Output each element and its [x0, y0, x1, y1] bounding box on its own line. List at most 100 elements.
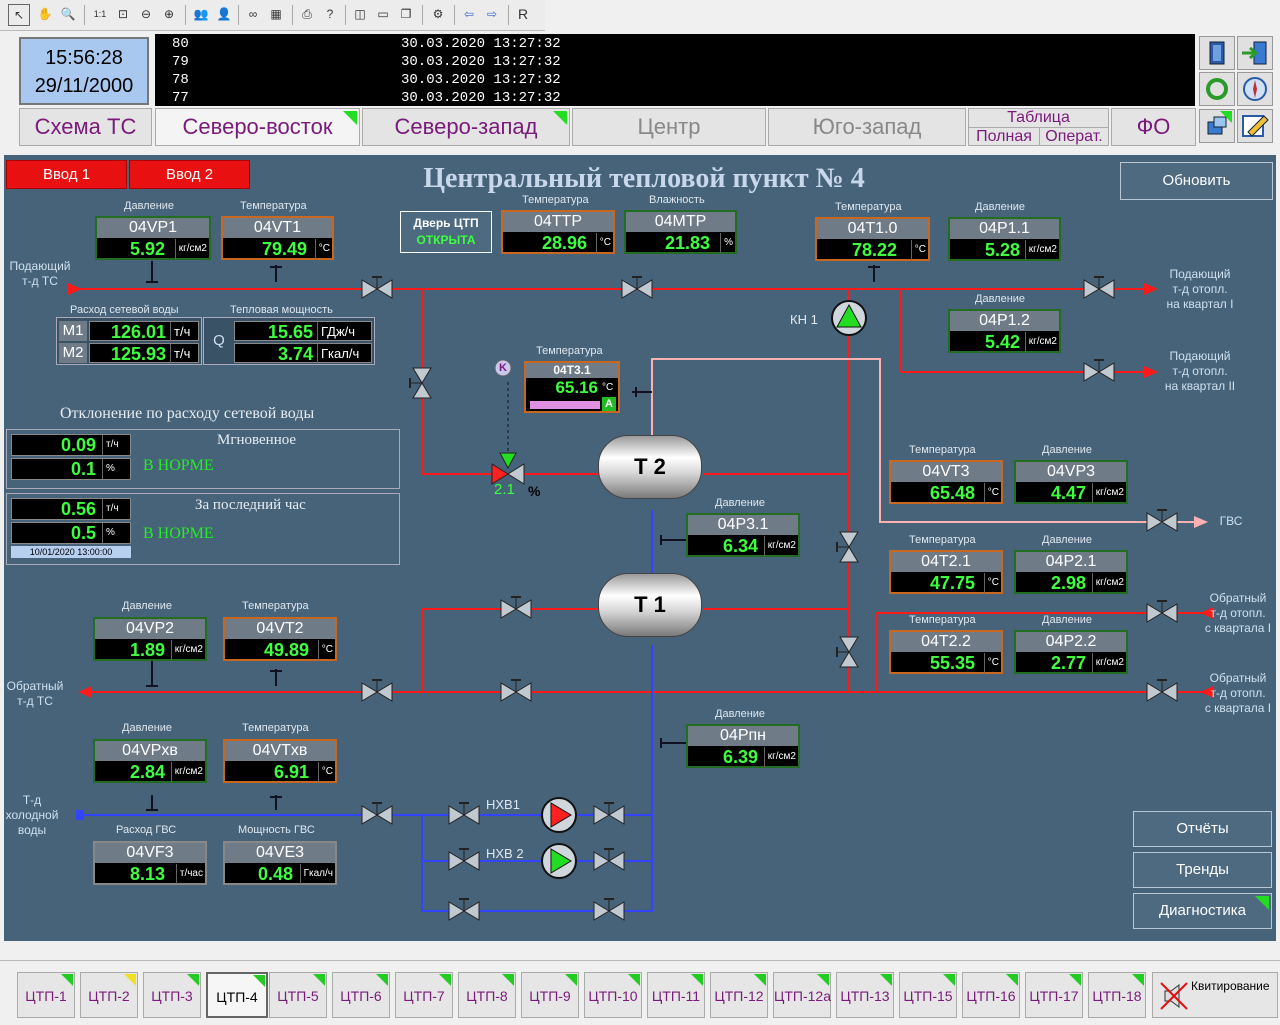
station-ctp-12a[interactable]: ЦТП-12а — [773, 972, 831, 1018]
user-remove-icon[interactable]: 👤 — [216, 7, 232, 21]
windows-button[interactable] — [1199, 109, 1235, 143]
reports-button[interactable]: Отчёты — [1133, 811, 1272, 847]
forward-icon[interactable]: ⇨ — [486, 7, 498, 21]
station-ctp-7[interactable]: ЦТП-7 — [395, 972, 453, 1018]
station-ctp-3[interactable]: ЦТП-3 — [143, 972, 201, 1018]
station-ctp-10[interactable]: ЦТП-10 — [584, 972, 642, 1018]
zoom-1-1-icon[interactable]: 1:1 — [93, 9, 107, 19]
station-ctp-2[interactable]: ЦТП-2 — [80, 972, 138, 1018]
print-icon[interactable]: ⎙ — [302, 7, 312, 21]
tank-t1[interactable]: T 1 — [598, 573, 702, 637]
window-icon[interactable]: ▭ — [377, 7, 389, 21]
station-ctp-9[interactable]: ЦТП-9 — [521, 972, 579, 1018]
station-ctp-1[interactable]: ЦТП-1 — [17, 972, 75, 1018]
dev-inst-box-2[interactable]: 0.1% — [11, 458, 131, 480]
toolbar: ↖ ✋ 🔍 1:1 ⊡ ⊖ ⊕ 👥 👤 ∞ ▦ ⎙ ? ◫ ▭ ❐ ⚙ ⇦ ⇨ … — [0, 0, 545, 31]
sensor-taps — [146, 261, 880, 811]
diagnostics-button[interactable]: Диагностика — [1133, 893, 1272, 929]
tab-center[interactable]: Центр — [572, 108, 766, 146]
cascade-icon[interactable]: ❐ — [400, 7, 412, 21]
station-ctp-18[interactable]: ЦТП-18 — [1088, 972, 1146, 1018]
compass-button[interactable] — [1237, 72, 1273, 106]
tab-north-west[interactable]: Северо-запад — [362, 108, 570, 146]
zoom-in-icon[interactable]: ⊕ — [163, 7, 175, 21]
logout-button[interactable] — [1237, 36, 1273, 70]
station-ctp-11[interactable]: ЦТП-11 — [647, 972, 705, 1018]
trends-button[interactable]: Тренды — [1133, 852, 1272, 888]
hand-icon[interactable]: ✋ — [37, 7, 53, 21]
dev-hour-box-2[interactable]: 0.5% — [11, 522, 131, 544]
tab-table-oper[interactable]: Операт. — [1040, 127, 1108, 146]
station-ctp-13[interactable]: ЦТП-13 — [836, 972, 894, 1018]
binoculars-icon[interactable]: ∞ — [248, 7, 258, 21]
refresh-button[interactable]: Обновить — [1120, 162, 1273, 200]
station-ctp-16[interactable]: ЦТП-16 — [962, 972, 1020, 1018]
station-ctp-17[interactable]: ЦТП-17 — [1025, 972, 1083, 1018]
zoom-out-icon[interactable]: ⊖ — [140, 7, 152, 21]
tank-t2[interactable]: T 2 — [598, 435, 702, 499]
station-ctp-5[interactable]: ЦТП-5 — [269, 972, 327, 1018]
users-icon[interactable]: 👥 — [193, 7, 209, 21]
tab-south-west[interactable]: Юго-запад — [768, 108, 966, 146]
label-supply-q1: Подающий т-д отопл. на квартал I — [1166, 267, 1234, 311]
zoom-icon[interactable]: 🔍 — [60, 7, 76, 21]
settings-icon[interactable]: ⚙ — [432, 7, 444, 21]
vvod-1-button[interactable]: Ввод 1 — [6, 160, 127, 189]
station-ctp-6[interactable]: ЦТП-6 — [332, 972, 390, 1018]
station-ctp-12[interactable]: ЦТП-12 — [710, 972, 768, 1018]
station-ctp-8[interactable]: ЦТП-8 — [458, 972, 516, 1018]
regulator-04t3-1[interactable]: 04Т3.1 65.16 °C A — [524, 361, 620, 413]
exit-door-button[interactable] — [1199, 36, 1235, 70]
refresh-data-button[interactable] — [1199, 72, 1235, 106]
r-button[interactable]: R — [517, 6, 529, 22]
tab-schema-ts[interactable]: Схема ТС — [19, 108, 152, 146]
tab-north-east[interactable]: Северо-восток — [155, 108, 360, 146]
acknowledge-button[interactable]: Квитирование — [1152, 972, 1278, 1018]
vvod-2-button[interactable]: Ввод 2 — [129, 160, 250, 189]
pointer-icon[interactable]: ↖ — [8, 4, 30, 26]
tab-table-full[interactable]: Полная — [969, 127, 1040, 146]
station-ctp-4[interactable]: ЦТП-4 — [206, 972, 268, 1018]
zoom-fit-icon[interactable]: ⊡ — [117, 7, 129, 21]
event-date: 30.03.2020 13:27:32 — [401, 36, 561, 52]
edit-button[interactable] — [1237, 109, 1273, 143]
help-icon[interactable]: ? — [326, 7, 334, 21]
layout-icon[interactable]: ◫ — [354, 7, 366, 21]
tab-fo[interactable]: ФО — [1111, 108, 1196, 146]
station-ctp-15[interactable]: ЦТП-15 — [899, 972, 957, 1018]
back-icon[interactable]: ⇦ — [463, 7, 475, 21]
table-icon[interactable]: ▦ — [270, 7, 282, 21]
